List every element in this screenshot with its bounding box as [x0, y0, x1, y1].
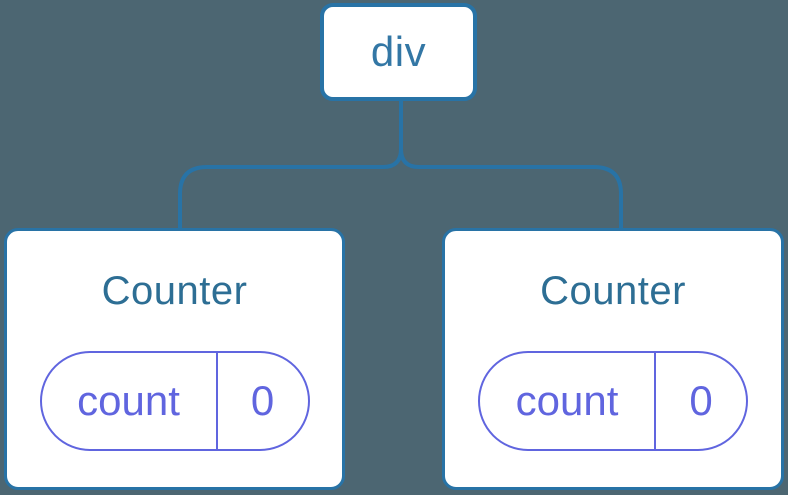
state-value: 0 [689, 377, 713, 424]
connector-right-branch [399, 148, 623, 230]
counter-title: Counter [540, 269, 686, 313]
root-node-label: div [370, 28, 427, 75]
state-pill: count 0 [39, 351, 310, 451]
counter-card-right: Counter count 0 [442, 228, 784, 490]
counter-card-left: Counter count 0 [4, 228, 345, 490]
state-key: count [42, 353, 218, 449]
connector-left-branch [178, 101, 403, 230]
counter-title: Counter [101, 269, 248, 313]
state-pill: count 0 [478, 351, 748, 451]
state-value: 0 [250, 377, 275, 424]
root-node: div [320, 3, 477, 101]
state-key: count [480, 353, 656, 449]
